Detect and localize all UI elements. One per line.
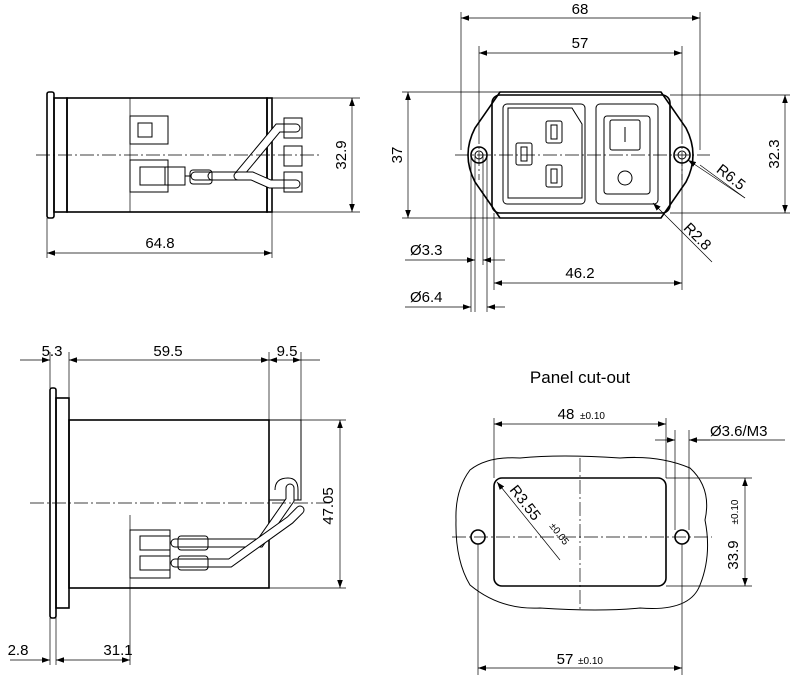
dim-height: 32.9 (333, 140, 350, 169)
dim-cutout-height-tol: ±0.10 (730, 499, 741, 524)
front-view: 68 57 37 32.3 R6.5 R2.8 Ø3.3 (389, 1, 790, 312)
panel-cutout: Panel cut-out 48 ±0.10 Ø3.6/M3 R3.55 ±0.… (452, 368, 785, 675)
dim-cutout-pitch: 57 (557, 651, 574, 668)
dim-hole-large: Ø6.4 (410, 289, 443, 306)
dim-cutout-width-tol: ±0.10 (580, 411, 605, 422)
dim-radius-inner: R2.8 (680, 220, 714, 254)
dim-terminal: 9.5 (277, 343, 298, 360)
dim-hole-pitch: 46.2 (565, 265, 594, 282)
dim-height-body: 32.3 (766, 139, 783, 168)
dim-cutout-width: 48 (558, 406, 575, 423)
side-view-bottom: 5.3 59.5 9.5 47.05 2.8 31.1 (8, 343, 346, 665)
dim-width-body: 57 (572, 35, 589, 52)
dim-radius-outer: R6.5 (713, 161, 748, 194)
dim-hole-small: Ø3.3 (410, 242, 443, 259)
dim-depth: 31.1 (103, 642, 132, 659)
dim-flange: 5.3 (42, 343, 63, 360)
dim-cutout-hole: Ø3.6/M3 (710, 423, 768, 440)
dim-cutout-pitch-tol: ±0.10 (578, 656, 603, 667)
dim-body: 59.5 (153, 343, 182, 360)
dim-height-overall: 37 (389, 147, 406, 164)
dim-width-overall: 68 (572, 1, 589, 18)
dim-cutout-height: 33.9 (725, 540, 742, 569)
side-view-top: 64.8 32.9 (36, 91, 360, 258)
dim-height-bottom: 47.05 (320, 487, 337, 525)
dim-length: 64.8 (145, 235, 174, 252)
dim-cutout-corner: R3.55 (506, 482, 544, 524)
cutout-title: Panel cut-out (530, 368, 630, 387)
dim-cutout-corner-tol: ±0.05 (547, 521, 571, 548)
dim-plate: 2.8 (8, 642, 29, 659)
